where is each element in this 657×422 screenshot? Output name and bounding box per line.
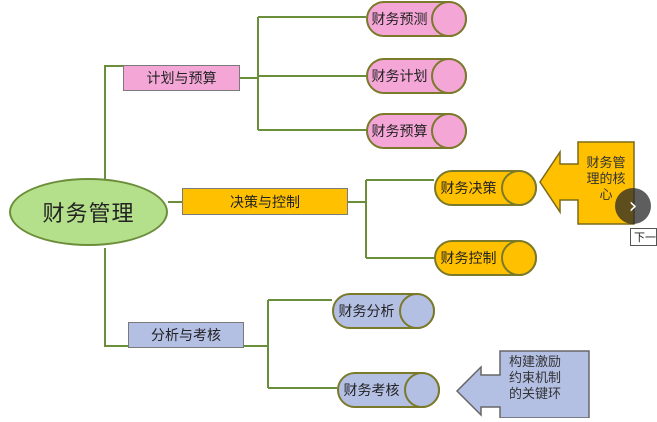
- leaf-label: 财务分析: [338, 304, 395, 320]
- next-slide-button[interactable]: ›: [615, 188, 651, 224]
- branch-planning-budgeting: 计划与预算: [123, 65, 240, 91]
- leaf-label: 财务控制: [440, 251, 497, 267]
- root-label: 财务管理: [42, 202, 135, 227]
- callout-core-of-finance: 财务管理的核心: [538, 140, 638, 226]
- leaf-node-financial-assessment: 财务考核: [337, 372, 440, 408]
- cylinder-end: [501, 170, 537, 206]
- branch-analysis-assessment: 分析与考核: [128, 322, 244, 348]
- callout-incentive-mechanism: 构建激励约束机制的关键环: [455, 349, 595, 419]
- callout-text: 构建激励约束机制的关键环: [508, 355, 561, 402]
- trunk-line: [104, 65, 123, 180]
- cylinder-end: [431, 113, 467, 149]
- leaf-label: 财务预算: [371, 124, 428, 140]
- branch-label: 分析与考核: [151, 328, 221, 344]
- root-node-finance-management: 财务管理: [9, 178, 168, 246]
- cylinder-end: [431, 58, 467, 94]
- callout-text: 财务管理的核心: [586, 156, 626, 203]
- branch-label: 计划与预算: [146, 71, 217, 87]
- leaf-node-financial-plan: 财务计划: [366, 58, 467, 94]
- leaf-label: 财务计划: [371, 69, 428, 85]
- trunk-line: [104, 248, 128, 347]
- cylinder-end: [404, 372, 440, 408]
- leaf-label: 财务预测: [371, 12, 428, 28]
- next-tooltip: 下一: [630, 228, 657, 246]
- leaf-node-financial-control: 财务控制: [434, 240, 537, 276]
- leaf-node-financial-budget: 财务预算: [366, 113, 467, 149]
- branch-label: 决策与控制: [230, 194, 300, 211]
- branch-decision-control: 决策与控制: [182, 188, 348, 215]
- leaf-node-financial-decision: 财务决策: [434, 170, 537, 206]
- callout-arrow-shape: [455, 350, 590, 419]
- leaf-label: 财务决策: [440, 181, 497, 197]
- leaf-node-financial-forecast: 财务预测: [366, 1, 467, 37]
- cylinder-end: [501, 240, 537, 276]
- leaf-node-financial-analysis: 财务分析: [332, 293, 435, 329]
- cylinder-end: [399, 293, 435, 329]
- cylinder-end: [431, 1, 467, 37]
- leaf-label: 财务考核: [343, 383, 400, 399]
- chevron-right-icon: ›: [628, 193, 638, 219]
